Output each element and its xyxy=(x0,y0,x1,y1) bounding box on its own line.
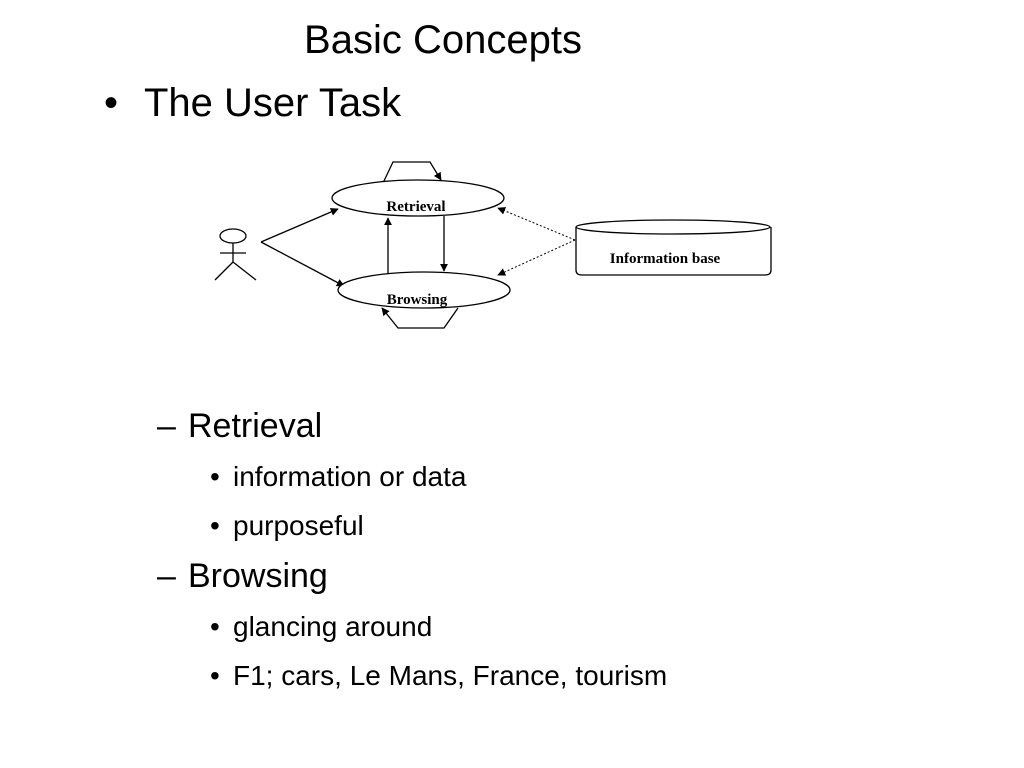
retrieval-node xyxy=(331,179,505,217)
list-item: • F1; cars, Le Mans, France, tourism xyxy=(157,651,667,700)
list-item-text: glancing around xyxy=(233,611,433,642)
browsing-node-label: Browsing xyxy=(387,292,448,308)
list-item: • glancing around xyxy=(157,602,667,651)
bullet-marker: • xyxy=(210,660,220,691)
user-to-browsing-arrow xyxy=(260,241,345,287)
browsing-loop-arrow xyxy=(381,307,459,329)
section-label: Retrieval xyxy=(188,407,323,445)
list-item-text: purposeful xyxy=(233,510,364,541)
bullet-user-task: • The User Task xyxy=(104,78,401,128)
list-item: • purposeful xyxy=(157,501,667,550)
information-base-label: Information base xyxy=(610,251,721,267)
bullet-marker: • xyxy=(210,461,220,492)
bullet-text: The User Task xyxy=(144,81,402,125)
section-label: Browsing xyxy=(188,557,328,595)
information-base-node xyxy=(575,219,772,276)
dash-marker: – xyxy=(157,407,176,445)
bullet-marker: • xyxy=(210,611,220,642)
list-item-text: F1; cars, Le Mans, France, tourism xyxy=(233,660,668,691)
sub-bullet-list: –Retrieval •information or data •purpose… xyxy=(157,400,667,700)
section-retrieval: –Retrieval xyxy=(157,400,667,452)
bullet-marker: • xyxy=(210,510,220,541)
slide-title: Basic Concepts xyxy=(304,18,582,62)
infobase-to-browsing-arrow xyxy=(497,239,576,276)
infobase-to-retrieval-arrow xyxy=(497,207,576,241)
bullet-marker: • xyxy=(104,81,119,125)
retrieval-node-label: Retrieval xyxy=(386,199,445,215)
browsing-node xyxy=(337,271,511,309)
list-item: • information or data xyxy=(157,452,667,501)
user-figure-icon xyxy=(214,228,257,281)
section-browsing: –Browsing xyxy=(157,550,667,602)
dash-marker: – xyxy=(157,557,176,595)
list-item-text: information or data xyxy=(233,461,467,492)
user-to-retrieval-arrow xyxy=(260,208,339,243)
retrieval-loop-arrow xyxy=(382,161,442,184)
